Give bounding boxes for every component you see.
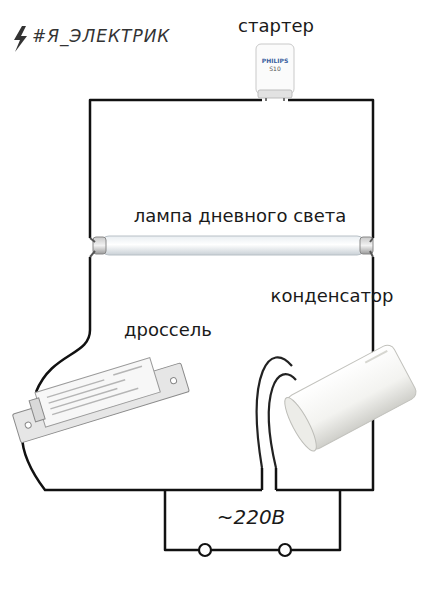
model-mark: S10 bbox=[269, 66, 280, 73]
voltage-label: ~220В bbox=[217, 506, 286, 529]
terminal bbox=[199, 544, 211, 556]
brand-mark: PHILIPS bbox=[262, 58, 288, 65]
choke-symbol bbox=[8, 349, 189, 443]
part-name: лампа дневного света bbox=[134, 206, 347, 227]
terminal bbox=[279, 544, 291, 556]
part-name: конденсатор bbox=[271, 286, 394, 307]
bolt-icon bbox=[14, 26, 27, 52]
starter-symbol bbox=[256, 44, 294, 101]
part-name: стартер bbox=[238, 16, 314, 37]
part-name: дроссель bbox=[124, 320, 212, 341]
fluorescent-lamp bbox=[90, 236, 373, 257]
watermark: #Я_ЭЛЕКТРИК bbox=[32, 27, 170, 47]
capacitor-symbol bbox=[257, 342, 419, 468]
wire bbox=[22, 100, 373, 550]
